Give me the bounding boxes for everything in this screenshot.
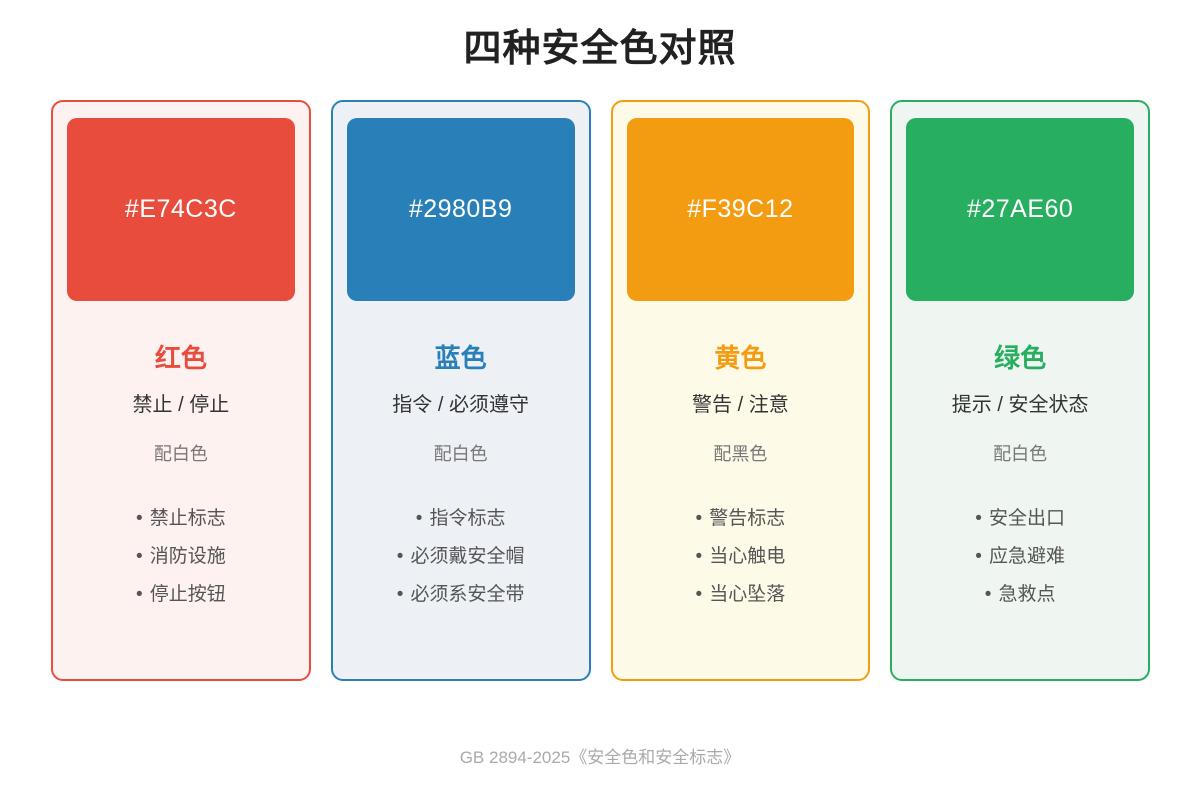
color-example-item: • 应急避难: [975, 545, 1065, 569]
color-swatch-2980B9[interactable]: #2980B9: [346, 118, 575, 301]
color-example-label: 急救点: [998, 584, 1056, 605]
color-name-label: 红色: [154, 343, 207, 373]
color-example-label: 当心坠落: [709, 584, 786, 605]
color-contrast-label: 配黑色: [713, 444, 768, 464]
color-example-item: • 必须系安全带: [397, 583, 525, 607]
color-example-item: • 当心坠落: [696, 583, 786, 607]
color-example-label: 指令标志: [429, 508, 506, 529]
color-card-body: 蓝色 指令 / 必须遵守 配白色 • 指令标志 • 必须戴安全帽 • 必须系安全带: [347, 301, 575, 607]
color-example-list: • 安全出口 • 应急避难 • 急救点: [906, 507, 1134, 607]
bullet-icon: •: [136, 546, 143, 567]
color-card-蓝色[interactable]: #2980B9 蓝色 指令 / 必须遵守 配白色 • 指令标志 • 必须戴安全帽 • 必须…: [330, 100, 591, 681]
bullet-icon: •: [396, 546, 404, 567]
color-example-item: • 急救点: [985, 583, 1056, 607]
color-example-label: 警告标志: [709, 508, 786, 529]
color-usage-label: 禁止 / 停止: [132, 394, 230, 416]
color-usage-label: 警告 / 注意: [692, 394, 789, 416]
bullet-icon: •: [695, 546, 703, 567]
swatch-hex-label: #F39C12: [687, 195, 794, 223]
color-name-label: 黄色: [714, 343, 767, 373]
color-contrast-label: 配白色: [993, 444, 1048, 464]
color-example-list: • 禁止标志 • 消防设施 • 停止按钮: [67, 507, 295, 607]
bullet-icon: •: [975, 508, 982, 529]
bullet-icon: •: [415, 508, 423, 529]
color-card-黄色[interactable]: #F39C12 黄色 警告 / 注意 配黑色 • 警告标志 • 当心触电 • 当心坠落: [610, 100, 871, 681]
color-card-body: 绿色 提示 / 安全状态 配白色 • 安全出口 • 应急避难 • 急救点: [906, 301, 1134, 607]
color-card-绿色[interactable]: #27AE60 绿色 提示 / 安全状态 配白色 • 安全出口 • 应急避难 • 急救点: [890, 100, 1150, 681]
color-example-label: 当心触电: [709, 546, 786, 567]
page-title: 四种安全色对照: [463, 28, 737, 70]
color-example-label: 应急避难: [988, 546, 1065, 567]
color-swatch-F39C12[interactable]: #F39C12: [626, 118, 855, 301]
color-example-label: 安全出口: [988, 508, 1065, 529]
color-example-label: 必须戴安全帽: [410, 546, 525, 567]
color-usage-label: 提示 / 安全状态: [951, 394, 1089, 416]
color-example-label: 禁止标志: [149, 508, 226, 529]
color-name-label: 蓝色: [434, 343, 487, 373]
swatch-hex-label: #E74C3C: [124, 195, 237, 223]
color-contrast-label: 配白色: [433, 444, 488, 464]
color-example-item: • 消防设施: [136, 545, 226, 569]
color-example-item: • 警告标志: [696, 507, 786, 531]
bullet-icon: •: [695, 584, 703, 605]
color-contrast-label: 配白色: [153, 444, 208, 464]
color-example-item: • 当心触电: [696, 545, 786, 569]
bullet-icon: •: [695, 508, 703, 529]
color-card-list: #E74C3C 红色 禁止 / 停止 配白色 • 禁止标志 • 消防设施 • 停止按钮 #…: [51, 100, 1150, 681]
bullet-icon: •: [975, 546, 982, 567]
bullet-icon: •: [136, 508, 143, 529]
color-example-item: • 禁止标志: [136, 507, 226, 531]
color-card-body: 黄色 警告 / 注意 配黑色 • 警告标志 • 当心触电 • 当心坠落: [627, 301, 855, 607]
swatch-hex-label: #27AE60: [966, 195, 1074, 223]
color-example-item: • 指令标志: [416, 507, 506, 531]
standard-reference-note: GB 2894-2025《安全色和安全标志》: [459, 748, 741, 767]
color-card-body: 红色 禁止 / 停止 配白色 • 禁止标志 • 消防设施 • 停止按钮: [67, 301, 295, 607]
color-example-label: 必须系安全带: [410, 584, 525, 605]
color-example-item: • 安全出口: [975, 507, 1065, 531]
color-example-list: • 警告标志 • 当心触电 • 当心坠落: [627, 507, 855, 607]
bullet-icon: •: [136, 584, 143, 605]
color-example-label: 停止按钮: [149, 584, 226, 605]
color-card-红色[interactable]: #E74C3C 红色 禁止 / 停止 配白色 • 禁止标志 • 消防设施 • 停止按钮: [51, 100, 311, 681]
color-swatch-27AE60[interactable]: #27AE60: [906, 118, 1134, 301]
color-example-list: • 指令标志 • 必须戴安全帽 • 必须系安全带: [347, 507, 575, 607]
bullet-icon: •: [396, 584, 404, 605]
color-example-item: • 必须戴安全帽: [397, 545, 525, 569]
color-swatch-E74C3C[interactable]: #E74C3C: [67, 118, 295, 301]
color-name-label: 绿色: [994, 343, 1047, 373]
bullet-icon: •: [984, 584, 992, 605]
color-usage-label: 指令 / 必须遵守: [392, 394, 529, 416]
color-example-item: • 停止按钮: [136, 583, 226, 607]
color-example-label: 消防设施: [149, 546, 226, 567]
swatch-hex-label: #2980B9: [408, 195, 513, 223]
